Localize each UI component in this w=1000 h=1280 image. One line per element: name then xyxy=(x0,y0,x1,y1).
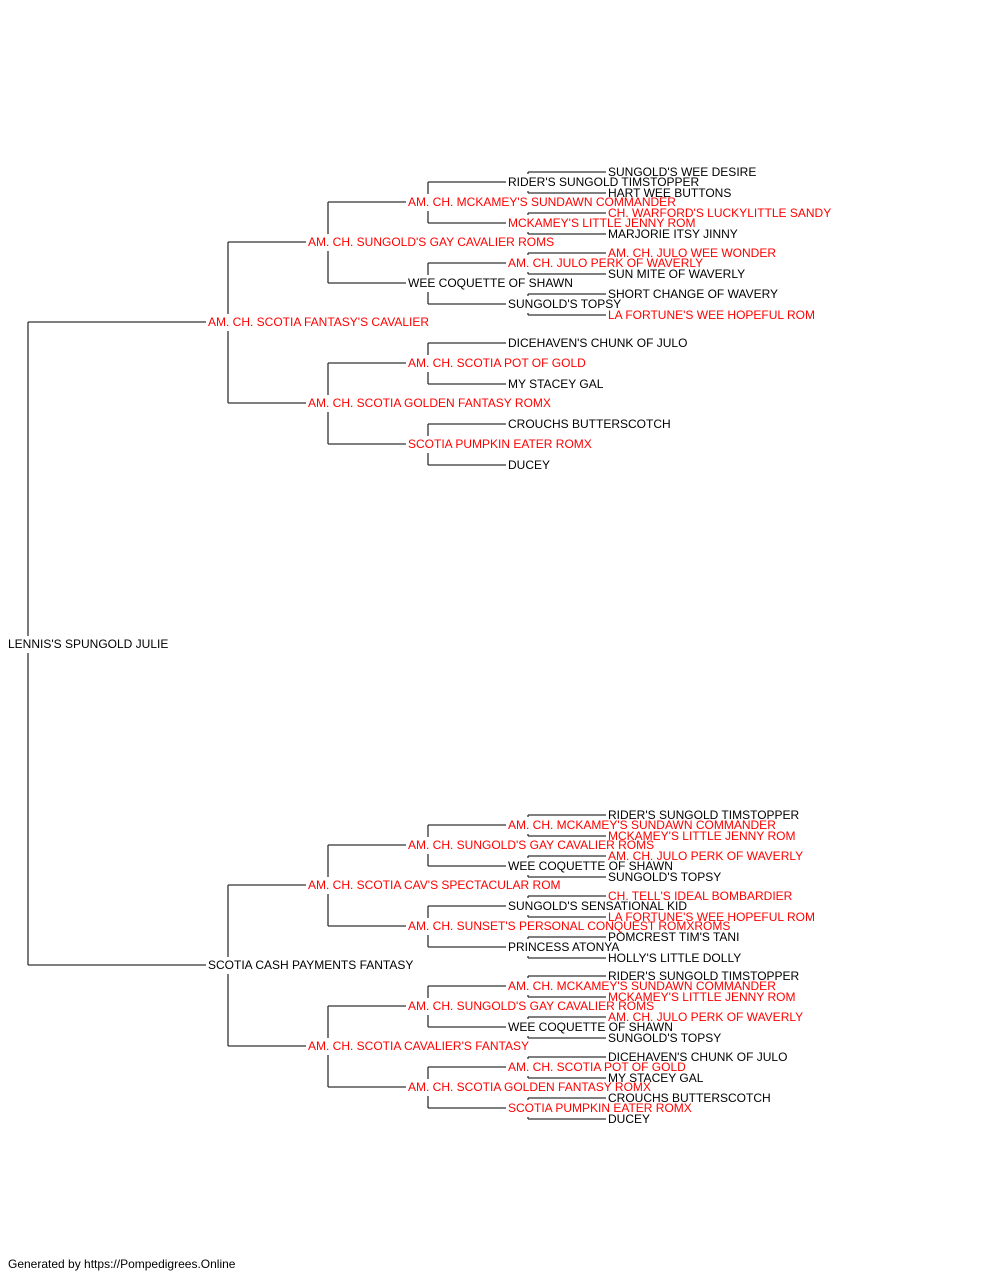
dam-name: WEE COQUETTE OF SHAWN xyxy=(408,276,573,290)
dam-name: WEE COQUETTE OF SHAWN xyxy=(508,859,673,873)
sire-name: AM. CH. MCKAMEY'S SUNDAWN COMMANDER xyxy=(508,979,776,993)
dam-name: HART WEE BUTTONS xyxy=(608,186,731,200)
dam-name: LA FORTUNE'S WEE HOPEFUL ROM xyxy=(608,910,815,924)
sire-name: AM. CH. SUNGOLD'S GAY CAVALIER ROMS xyxy=(308,235,554,249)
dam-name: MCKAMEY'S LITTLE JENNY ROM xyxy=(508,216,695,230)
sire-name: RIDER'S SUNGOLD TIMSTOPPER xyxy=(608,808,800,822)
dam-name: SUNGOLD'S TOPSY xyxy=(608,870,721,884)
sire-name: SUNGOLD'S WEE DESIRE xyxy=(608,165,756,179)
dam-name: SCOTIA CASH PAYMENTS FANTASY xyxy=(208,958,413,972)
dam-name: SUNGOLD'S TOPSY xyxy=(508,297,621,311)
dam-name: AM. CH. SCOTIA GOLDEN FANTASY ROMX xyxy=(308,396,551,410)
sire-name: RIDER'S SUNGOLD TIMSTOPPER xyxy=(608,969,800,983)
sire-name: AM. CH. JULO WEE WONDER xyxy=(608,246,776,260)
sire-name: CROUCHS BUTTERSCOTCH xyxy=(608,1091,771,1105)
sire-name: CH. WARFORD'S LUCKYLITTLE SANDY xyxy=(608,206,831,220)
sire-name: AM. CH. SCOTIA POT OF GOLD xyxy=(408,356,586,370)
sire-name: AM. CH. JULO PERK OF WAVERLY xyxy=(608,1010,803,1024)
sire-name: AM. CH. MCKAMEY'S SUNDAWN COMMANDER xyxy=(408,195,676,209)
dam-name: AM. CH. SUNSET'S PERSONAL CONQUEST ROMXR… xyxy=(408,919,730,933)
dam-name: MCKAMEY'S LITTLE JENNY ROM xyxy=(608,829,795,843)
sire-name: AM. CH. SUNGOLD'S GAY CAVALIER ROMS xyxy=(408,838,654,852)
dam-name: DUCEY xyxy=(508,458,550,472)
dam-name: SUN MITE OF WAVERLY xyxy=(608,267,745,281)
dam-name: MARJORIE ITSY JINNY xyxy=(608,227,738,241)
dam-name: WEE COQUETTE OF SHAWN xyxy=(508,1020,673,1034)
sire-name: AM. CH. MCKAMEY'S SUNDAWN COMMANDER xyxy=(508,818,776,832)
subject-name: LENNIS'S SPUNGOLD JULIE xyxy=(8,637,168,651)
dam-name: SCOTIA PUMPKIN EATER ROMX xyxy=(508,1101,692,1115)
sire-name: CH. TELL'S IDEAL BOMBARDIER xyxy=(608,889,793,903)
dam-name: AM. CH. SCOTIA CAVALIER'S FANTASY xyxy=(308,1039,529,1053)
dam-name: DUCEY xyxy=(608,1112,650,1126)
dam-name: SUNGOLD'S TOPSY xyxy=(608,1031,721,1045)
sire-name: DICEHAVEN'S CHUNK OF JULO xyxy=(508,336,687,350)
sire-name: SHORT CHANGE OF WAVERY xyxy=(608,287,778,301)
dam-name: MY STACEY GAL xyxy=(608,1071,704,1085)
generator-credit: Generated by https://Pompedigrees.Online xyxy=(8,1257,236,1271)
sire-name: SUNGOLD'S SENSATIONAL KID xyxy=(508,899,687,913)
dam-name: HOLLY'S LITTLE DOLLY xyxy=(608,951,741,965)
dam-name: AM. CH. SCOTIA GOLDEN FANTASY ROMX xyxy=(408,1080,651,1094)
dam-name: PRINCESS ATONYA xyxy=(508,940,619,954)
sire-name: CROUCHS BUTTERSCOTCH xyxy=(508,417,671,431)
sire-name: DICEHAVEN'S CHUNK OF JULO xyxy=(608,1050,787,1064)
sire-name: AM. CH. JULO PERK OF WAVERLY xyxy=(608,849,803,863)
sire-name: AM. CH. SCOTIA FANTASY'S CAVALIER xyxy=(208,315,429,329)
sire-name: AM. CH. SUNGOLD'S GAY CAVALIER ROMS xyxy=(408,999,654,1013)
sire-name: AM. CH. SCOTIA POT OF GOLD xyxy=(508,1060,686,1074)
dam-name: LA FORTUNE'S WEE HOPEFUL ROM xyxy=(608,308,815,322)
dam-name: SCOTIA PUMPKIN EATER ROMX xyxy=(408,437,592,451)
sire-name: RIDER'S SUNGOLD TIMSTOPPER xyxy=(508,175,700,189)
sire-name: AM. CH. JULO PERK OF WAVERLY xyxy=(508,256,703,270)
sire-name: AM. CH. SCOTIA CAV'S SPECTACULAR ROM xyxy=(308,878,561,892)
dam-name: MY STACEY GAL xyxy=(508,377,604,391)
dam-name: MCKAMEY'S LITTLE JENNY ROM xyxy=(608,990,795,1004)
sire-name: POMCREST TIM'S TANI xyxy=(608,930,739,944)
